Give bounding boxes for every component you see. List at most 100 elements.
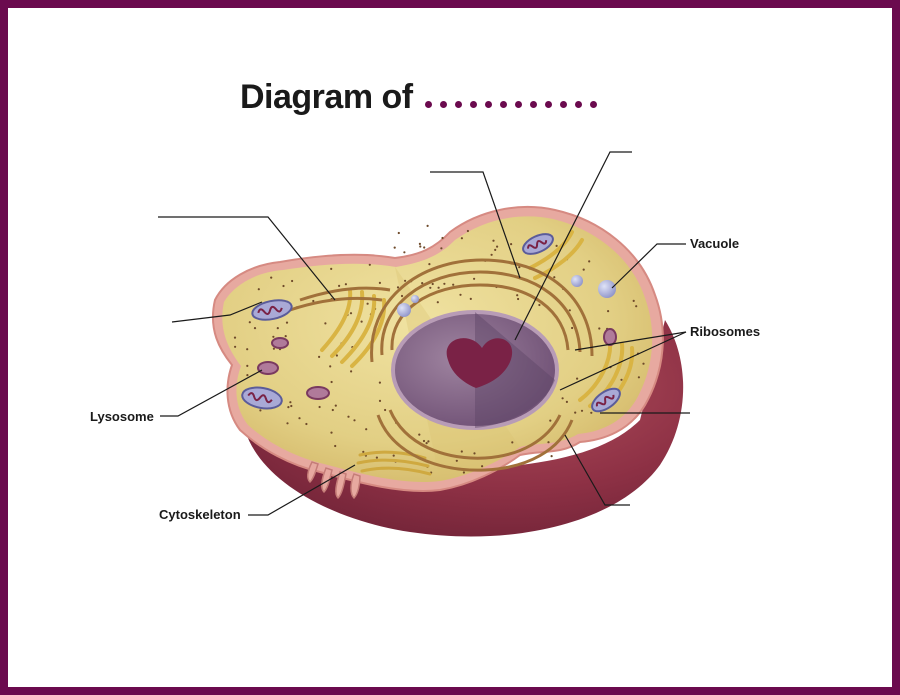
ribosome-dot [289, 401, 292, 404]
leader-lines [158, 151, 690, 516]
ribosome-dot [441, 236, 444, 240]
title-blank-dot [454, 101, 462, 108]
ribosome-dot [642, 362, 645, 365]
ribosome-dot [246, 374, 249, 377]
ribosome-dot [635, 305, 638, 308]
ribosome-dot [481, 465, 484, 468]
title-blank-dot [499, 101, 507, 108]
ribosome-dot [276, 327, 279, 330]
ribosome-dot [425, 442, 428, 445]
ribosome-dot [329, 365, 332, 368]
ribosome-dot [375, 456, 378, 459]
ribosome-dot [393, 246, 396, 249]
title-blank-dot [559, 101, 567, 108]
ribosome-dot [553, 276, 556, 279]
ribosome-dot [436, 301, 439, 304]
ribosome-dot [234, 345, 237, 348]
label-vacuole: Vacuole [690, 236, 740, 251]
ribosome-dot [588, 260, 591, 263]
ribosome-dot [598, 327, 601, 330]
ribosome-dot [561, 397, 564, 400]
leader-blank-bottom-right [564, 434, 630, 506]
ribosome-dot [492, 239, 495, 242]
title-blank-dot [544, 101, 552, 108]
ribosome-dot [437, 286, 440, 289]
ribosome-dot [272, 347, 275, 350]
ribosome-dot [571, 326, 574, 330]
ribosome-dot [426, 224, 429, 227]
ribosome-dot [466, 229, 469, 233]
ribosome-dot [284, 335, 287, 338]
nucleolus [446, 338, 513, 388]
ribosome-dot [538, 303, 541, 307]
leader-blank-top-center [430, 171, 521, 279]
ribosome-dot [555, 244, 558, 247]
ribosome-dot [331, 408, 334, 412]
leader-lysosome [160, 369, 263, 417]
ribosome-dot [330, 431, 333, 434]
ribosome-dot [291, 279, 294, 283]
ribosome-dot [396, 286, 400, 289]
ribosome-dot [473, 277, 476, 280]
ribosome-dot [360, 320, 363, 323]
ribosome-dot [397, 231, 400, 235]
ribosome-dot [233, 336, 237, 339]
ribosome-dot [286, 422, 289, 425]
ribosome-dot [246, 348, 249, 351]
ribosome-dot [318, 355, 321, 358]
ribosome-dot [443, 282, 446, 285]
ribosome-dot [298, 417, 301, 420]
ribosome-dot [590, 411, 593, 414]
ribosome-dot [392, 454, 395, 457]
leader-blank-left [171, 301, 263, 323]
ribosome-dot [431, 282, 434, 286]
vacuoles [397, 275, 616, 317]
ribosome-dot [403, 251, 406, 254]
leader-vacuole [611, 243, 686, 289]
ribosome-dot [335, 354, 338, 357]
ribosome-dot [637, 376, 641, 379]
ribosome-dot [452, 283, 455, 286]
ribosome-dot [330, 380, 333, 384]
ribosome-dot [324, 322, 327, 325]
ribosome-dot [460, 450, 463, 453]
ribosome-dot [510, 243, 513, 246]
ribosome-dot [490, 253, 493, 256]
leader-cytoskeleton [248, 464, 356, 516]
title-blank-dots [424, 101, 597, 108]
ribosome-dot [582, 268, 585, 271]
ribosome-dot [290, 404, 293, 408]
title-blank-dot [529, 101, 537, 108]
ribosome-dot [422, 439, 426, 443]
microvilli [307, 461, 361, 500]
ribosome-dot [517, 297, 520, 301]
ribosome-dot [496, 245, 499, 248]
ribosome-dot [459, 293, 462, 296]
title-blank-dot [589, 101, 597, 108]
ribosome-dot [518, 266, 521, 269]
ribosome-dot [620, 378, 623, 381]
ribosome-dot [423, 246, 426, 249]
ribosome-dot [576, 377, 579, 380]
ribosome-dot [257, 288, 260, 291]
ribosome-dot [285, 321, 289, 324]
ribosome-dot [378, 281, 381, 284]
ribosome-dot [366, 302, 369, 305]
ribosome-dot [287, 406, 290, 409]
ribosome-dot [378, 381, 381, 384]
mitochondria [241, 233, 621, 413]
title-text: Diagram of [240, 78, 413, 116]
ribosome-dot [400, 294, 404, 298]
leader-ribosomes-a [574, 331, 687, 351]
ribosome-dot [565, 400, 569, 403]
label-ribosomes: Ribosomes [690, 324, 761, 339]
ribosome-dot [580, 409, 584, 412]
ribosome-dot [362, 450, 365, 453]
ribosome-dot [330, 267, 333, 270]
title-blank-dot [469, 101, 477, 108]
ribosome-dot [494, 248, 497, 251]
leader-ribosomes-b [559, 331, 687, 391]
ribosome-dot [516, 294, 519, 297]
lysosomes [257, 328, 617, 400]
